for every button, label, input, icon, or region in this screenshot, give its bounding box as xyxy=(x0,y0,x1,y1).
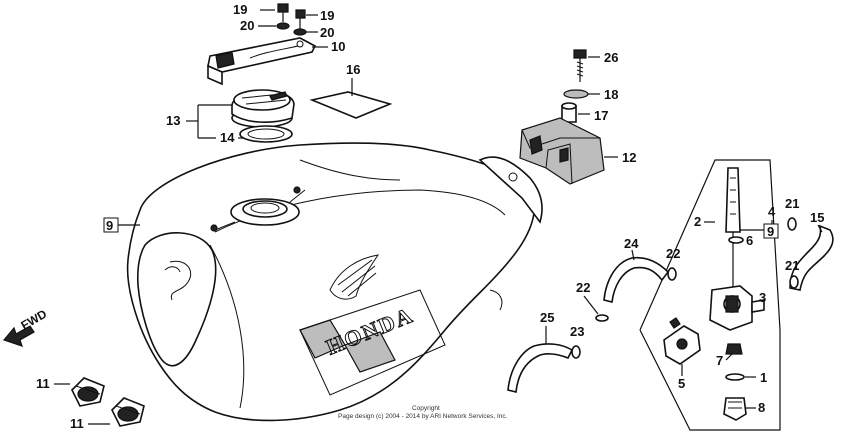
clip-23[interactable] xyxy=(571,345,581,359)
label-19-left: 19 xyxy=(233,2,247,17)
label-22-upper: 22 xyxy=(666,246,680,261)
label-22-lower: 22 xyxy=(576,280,590,295)
fuel-tank[interactable]: HONDA xyxy=(126,142,543,422)
label-7: 7 xyxy=(716,353,723,368)
label-9-tank: 9 xyxy=(106,218,113,233)
clip-22-upper[interactable] xyxy=(667,267,677,281)
bolt-19-right[interactable] xyxy=(295,9,306,30)
bolt-19-left[interactable] xyxy=(260,3,289,22)
label-2: 2 xyxy=(694,214,701,229)
label-3: 3 xyxy=(759,290,766,305)
clip-21-top[interactable] xyxy=(787,217,797,231)
label-17: 17 xyxy=(594,108,608,123)
label-15: 15 xyxy=(810,210,824,225)
label-8: 8 xyxy=(758,400,765,415)
washer-20-right[interactable] xyxy=(293,28,307,36)
label-21-bottom: 21 xyxy=(785,258,799,273)
copyright-line-2: Page design (c) 2004 - 2014 by ARI Netwo… xyxy=(338,413,508,420)
label-1: 1 xyxy=(760,370,767,385)
label-13: 13 xyxy=(166,113,180,128)
label-19-right: 19 xyxy=(320,8,334,23)
collar-17[interactable] xyxy=(561,102,577,123)
fwd-label: FWD xyxy=(19,307,50,333)
o-ring-1[interactable] xyxy=(725,373,745,381)
label-26: 26 xyxy=(604,50,618,65)
washer-20-left[interactable] xyxy=(276,22,290,30)
label-9-petcock: 9 xyxy=(767,224,774,239)
label-11-lower: 11 xyxy=(70,416,84,431)
strainer-tube[interactable] xyxy=(725,167,741,300)
label-11-upper: 11 xyxy=(36,376,50,391)
damper-11-lower[interactable] xyxy=(111,397,145,427)
label-20-left: 20 xyxy=(240,18,254,33)
hose-25[interactable] xyxy=(507,343,574,393)
hose-15[interactable] xyxy=(789,224,834,291)
label-9-box-2 xyxy=(763,223,779,239)
bolt-26[interactable] xyxy=(573,49,587,82)
label-14: 14 xyxy=(220,130,235,145)
o-ring-6[interactable] xyxy=(728,236,744,244)
petcock-outline xyxy=(639,159,781,431)
fwd-arrow: FWD xyxy=(2,307,50,347)
label-6: 6 xyxy=(746,233,753,248)
label-18: 18 xyxy=(604,87,618,102)
label-20-right: 20 xyxy=(320,25,334,40)
copyright-line-1: Copyright xyxy=(412,405,440,412)
clip-22-lower[interactable] xyxy=(595,314,609,322)
clip-21-bottom[interactable] xyxy=(789,275,799,289)
label-24: 24 xyxy=(624,236,639,251)
rubber-mount-12[interactable] xyxy=(519,117,605,185)
label-12: 12 xyxy=(622,150,636,165)
cap-bracket[interactable] xyxy=(207,37,317,86)
label-25: 25 xyxy=(540,310,554,325)
label-21-top: 21 xyxy=(785,196,799,211)
decal-16[interactable] xyxy=(309,91,393,119)
cap-gasket[interactable] xyxy=(239,125,293,143)
damper-11-upper[interactable] xyxy=(71,377,105,407)
washer-18[interactable] xyxy=(563,89,589,99)
label-23: 23 xyxy=(570,324,584,339)
hose-24[interactable] xyxy=(603,256,670,303)
sediment-cup-7[interactable] xyxy=(725,343,743,355)
label-4: 4 xyxy=(768,204,776,219)
fuel-cap[interactable] xyxy=(231,89,295,128)
petcock-body-3[interactable] xyxy=(709,285,765,331)
label-16: 16 xyxy=(346,62,360,77)
label-5: 5 xyxy=(678,376,685,391)
lever-5[interactable] xyxy=(663,317,701,365)
label-10: 10 xyxy=(331,39,345,54)
cup-8[interactable] xyxy=(723,397,747,421)
